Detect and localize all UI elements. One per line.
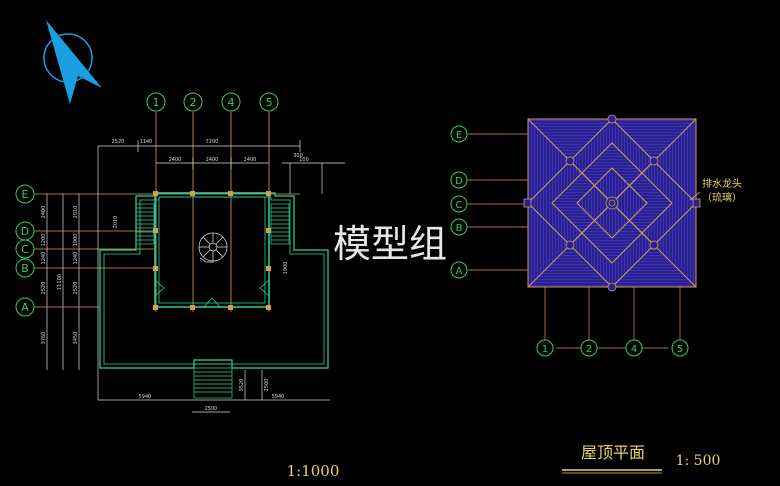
dimension-text: 2520 xyxy=(73,282,79,295)
dimension-text: 2520 xyxy=(112,139,125,145)
dimension-text: 2010 xyxy=(73,206,79,219)
roof-plan-title: 屋顶平面 xyxy=(581,443,645,462)
axis-label: C xyxy=(456,200,463,211)
roof-plan-row-axes: E D C B A xyxy=(450,125,468,279)
floor-plan-column-axes: 1 2 4 5 xyxy=(146,92,279,112)
dimension-text: 5940 xyxy=(272,394,285,400)
axis-label: E xyxy=(22,188,29,201)
axis-label: 4 xyxy=(228,96,235,109)
dimension-text: 2500 xyxy=(264,379,270,392)
dimension-text: 1900 xyxy=(73,234,79,247)
dimension-text: 1900 xyxy=(283,262,289,275)
dimension-text: 11100 xyxy=(57,274,63,290)
floor-plan-walls xyxy=(99,192,329,369)
entry-stair xyxy=(193,359,233,399)
axis-label: 4 xyxy=(631,344,637,355)
door-symbols xyxy=(154,279,270,308)
dimension-text: 2520 xyxy=(41,282,47,295)
axis-label: 2 xyxy=(190,96,197,109)
right-stair xyxy=(270,203,290,245)
dimension-text: 2500 xyxy=(205,406,218,412)
axis-label: B xyxy=(456,223,463,234)
drain-label-sub: （琉璃） xyxy=(702,191,742,204)
axis-label: 1 xyxy=(542,344,548,355)
roof-plan-column-axes: 1 2 4 5 xyxy=(536,339,689,357)
dimension-text: 300 xyxy=(293,153,303,159)
dimension-text: 3760 xyxy=(41,332,47,345)
watermark: 模型组 xyxy=(333,222,447,266)
spiral-stair xyxy=(198,232,228,263)
dimension-text: 1240 xyxy=(41,252,47,265)
north-arrow-icon xyxy=(43,20,102,104)
dimension-text: 3450 xyxy=(73,332,79,345)
dimension-text: 2400 xyxy=(244,157,257,163)
floor-plan-scale: 1:1000 xyxy=(287,462,340,480)
dimension-text: 3520 xyxy=(239,379,245,392)
axis-label: D xyxy=(21,225,29,238)
axis-label: 5 xyxy=(677,344,683,355)
dimension-text: 1200 xyxy=(41,234,47,247)
axis-label: D xyxy=(455,176,463,187)
dimension-text: 1240 xyxy=(73,252,79,265)
left-stair xyxy=(135,203,155,245)
dimension-text: 7200 xyxy=(206,139,219,145)
dimension-text: 100 xyxy=(299,157,309,163)
axis-label: A xyxy=(21,301,29,314)
axis-label: A xyxy=(456,266,463,277)
roof-plan: E D C B A 1 2 4 5 排水龙头 （琉璃） xyxy=(450,114,742,357)
dimension-text: 2400 xyxy=(206,157,219,163)
dimension-text: 2400 xyxy=(169,157,182,163)
dimension-text: 2010 xyxy=(113,216,119,229)
drain-nodes xyxy=(523,114,701,292)
axis-label: C xyxy=(21,243,29,256)
dimension-text: 1140 xyxy=(140,139,153,145)
dimension-text: 5940 xyxy=(139,394,152,400)
axis-label: 5 xyxy=(266,96,273,109)
drain-label: 排水龙头 xyxy=(702,177,742,190)
axis-label: B xyxy=(21,262,29,275)
axis-label: 1 xyxy=(153,96,160,109)
axis-label: E xyxy=(456,130,462,141)
dimension-text: 2400 xyxy=(41,206,47,219)
floor-plan: 1 2 4 5 E D C B A xyxy=(15,92,345,413)
floor-plan-row-axes: E D C B A xyxy=(15,184,35,317)
axis-label: 2 xyxy=(586,344,592,355)
roof-plan-scale: 1: 500 xyxy=(676,453,721,469)
column-markers xyxy=(153,191,271,310)
